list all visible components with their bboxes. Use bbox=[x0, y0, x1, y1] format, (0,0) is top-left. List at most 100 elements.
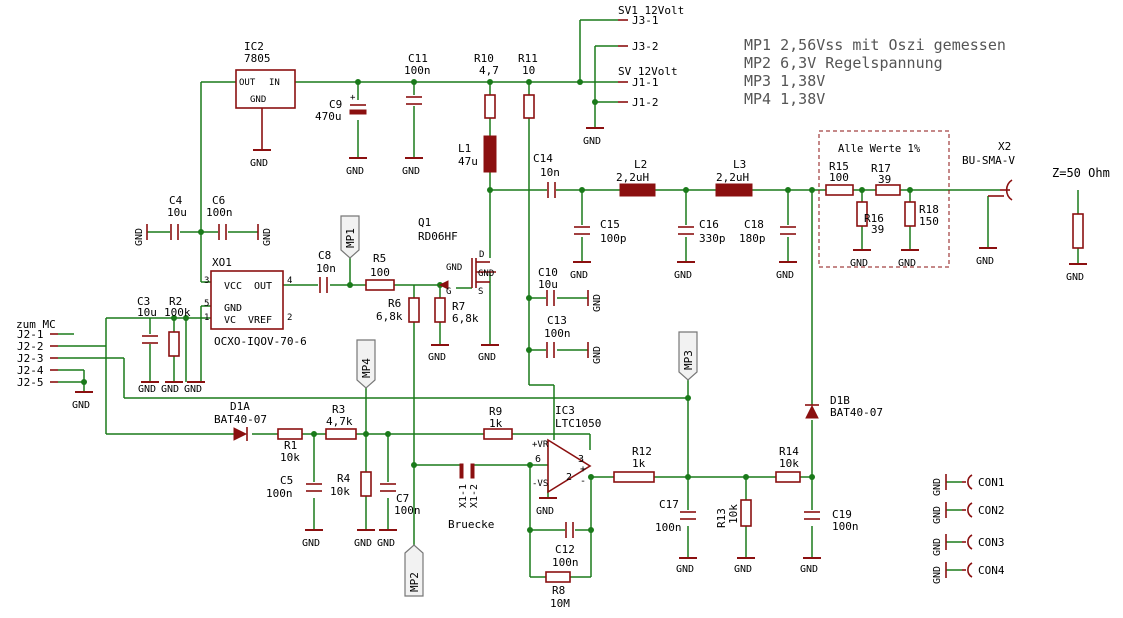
note-mp3: MP3 1,38V bbox=[744, 72, 825, 90]
r5-name: R5 bbox=[373, 252, 386, 265]
c16-value: 330p bbox=[699, 232, 726, 245]
tolerance-box bbox=[818, 130, 950, 268]
gnd-label: GND bbox=[1066, 272, 1084, 283]
r1-name: R1 bbox=[284, 439, 297, 452]
c10-value: 10u bbox=[538, 278, 558, 291]
xo1-pin-4: 4 bbox=[287, 276, 292, 286]
r12-name: R12 bbox=[632, 445, 652, 458]
q1-pin-g: G bbox=[446, 287, 451, 297]
r14-value: 10k bbox=[779, 457, 799, 470]
c11-value: 100n bbox=[404, 64, 431, 77]
gnd-label: GND bbox=[776, 270, 794, 281]
c16-name: C16 bbox=[699, 218, 719, 231]
xo1-pin-vref: VREF bbox=[248, 315, 272, 326]
r3-value: 4,7k bbox=[326, 415, 353, 428]
xo1-name: XO1 bbox=[212, 256, 232, 269]
mc-pin-4: J2-4 bbox=[17, 364, 44, 377]
gnd-label: GND bbox=[676, 564, 694, 575]
l2-name: L2 bbox=[634, 158, 647, 171]
c6-value: 100n bbox=[206, 206, 233, 219]
gnd-label: GND bbox=[478, 352, 496, 363]
q1-pin-gnd: GND bbox=[478, 269, 494, 279]
r10-value: 4,7 bbox=[479, 64, 499, 77]
x1-1-label: X1-1 bbox=[458, 484, 469, 508]
gnd-label: GND bbox=[161, 384, 179, 395]
impedance-label: Z=50 Ohm bbox=[1052, 166, 1110, 180]
gnd-label: GND bbox=[138, 384, 156, 395]
c15-name: C15 bbox=[600, 218, 620, 231]
tolerance-label: Alle Werte 1% bbox=[838, 143, 921, 155]
c11-name: C11 bbox=[408, 52, 428, 65]
x1-2-label: X1-2 bbox=[469, 484, 480, 508]
d1b-value: BAT40-07 bbox=[830, 406, 883, 419]
r11-name: R11 bbox=[518, 52, 538, 65]
q1-pin-s: S bbox=[478, 287, 483, 297]
con4-label: CON4 bbox=[978, 564, 1005, 577]
jumper-label: Bruecke bbox=[448, 518, 494, 531]
c3-name: C3 bbox=[137, 295, 150, 308]
r9-value: 1k bbox=[489, 417, 503, 430]
gnd-label: GND bbox=[302, 538, 320, 549]
c6-name: C6 bbox=[212, 194, 225, 207]
mc-pin-3: J2-3 bbox=[17, 352, 44, 365]
ic3-pin-vm: -VS bbox=[532, 479, 548, 489]
c14-name: C14 bbox=[533, 152, 553, 165]
gnd-label: GND bbox=[850, 258, 868, 269]
r16-value: 39 bbox=[871, 223, 884, 236]
sv-pin-j3-1: J3-1 bbox=[632, 14, 659, 27]
c14-value: 10n bbox=[540, 166, 560, 179]
mp2-label: MP2 bbox=[408, 572, 421, 592]
gnd-label: GND bbox=[184, 384, 202, 395]
ic3-minus: - bbox=[580, 476, 586, 487]
con3-label: CON3 bbox=[978, 536, 1005, 549]
ic2-body bbox=[235, 69, 296, 109]
r9-name: R9 bbox=[489, 405, 502, 418]
q1-name: Q1 bbox=[418, 216, 431, 229]
mp1-label: MP1 bbox=[344, 228, 357, 248]
ic3-pin-2: 2 bbox=[566, 472, 572, 483]
gnd-label: GND bbox=[583, 136, 601, 147]
xo1-pin-out: OUT bbox=[254, 281, 272, 292]
mc-title: zum MC bbox=[16, 318, 56, 331]
c4-name: C4 bbox=[169, 194, 183, 207]
junctions bbox=[81, 79, 913, 533]
sv1-title: SV1 12Volt bbox=[618, 4, 684, 17]
c17-name: C17 bbox=[659, 498, 679, 511]
c8-name: C8 bbox=[318, 249, 331, 262]
mc-pin-2: J2-2 bbox=[17, 340, 44, 353]
c7-value: 100n bbox=[394, 504, 421, 517]
d1a-name: D1A bbox=[230, 400, 250, 413]
xo1-pin-gnd: GND bbox=[224, 303, 242, 314]
gnd-label: GND bbox=[134, 228, 145, 246]
gnd-label: GND bbox=[354, 538, 372, 549]
gnd-label: GND bbox=[674, 270, 692, 281]
note-mp1: MP1 2,56Vss mit Oszi gemessen bbox=[744, 36, 1006, 54]
r16-name: R16 bbox=[864, 212, 884, 225]
wires bbox=[58, 19, 1079, 578]
gnd-label: GND bbox=[592, 346, 603, 364]
xo1-value: OCXO-IQOV-70-6 bbox=[214, 335, 307, 348]
c5-value: 100n bbox=[266, 487, 293, 500]
c9-name: C9 bbox=[329, 98, 342, 111]
sv-title-mid: SV 12Volt bbox=[618, 65, 678, 78]
r18-value: 150 bbox=[919, 215, 939, 228]
gnd-label: GND bbox=[402, 166, 420, 177]
r12-value: 1k bbox=[632, 457, 646, 470]
gnd-label: GND bbox=[377, 538, 395, 549]
ic3-value: LTC1050 bbox=[555, 417, 601, 430]
c9-plus: + bbox=[350, 93, 356, 103]
c9-value: 470u bbox=[315, 110, 342, 123]
ic2-pin-gnd: GND bbox=[250, 95, 266, 105]
mp4-label: MP4 bbox=[360, 358, 373, 378]
c13-value: 100n bbox=[544, 327, 571, 340]
r8-value: 10M bbox=[550, 597, 570, 610]
r10-name: R10 bbox=[474, 52, 494, 65]
r6-value: 6,8k bbox=[376, 310, 403, 323]
c10-name: C10 bbox=[538, 266, 558, 279]
gnd-label: GND bbox=[932, 478, 943, 496]
c13-name: C13 bbox=[547, 314, 567, 327]
gnd-label: GND bbox=[800, 564, 818, 575]
ic2-value: 7805 bbox=[244, 52, 271, 65]
gnd-label: GND bbox=[976, 256, 994, 267]
symbols bbox=[50, 19, 1084, 583]
